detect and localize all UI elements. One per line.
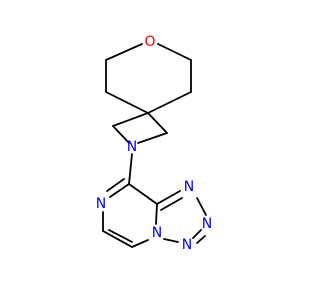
oxygen-atom: O <box>144 34 155 50</box>
bond-c6-c5 <box>102 230 133 248</box>
bond-n4-c8a <box>155 203 158 225</box>
oxygen-label: O <box>144 34 155 50</box>
pyrazine-left-nitrogen-label: N <box>96 196 106 212</box>
bond-c6-c5-double <box>108 229 133 243</box>
tetrazole-nitrogen-1-atom: N <box>184 179 194 195</box>
bridgehead-nitrogen-label: N <box>152 225 162 241</box>
bond-spiro-right-ch2 <box>147 112 168 134</box>
bond-n2-n3-double <box>196 235 206 244</box>
tetrazole-nitrogen-3-label: N <box>182 237 192 253</box>
bond-n1-n2 <box>196 197 207 216</box>
bond-left-ch2-n <box>112 125 130 144</box>
tetrazole-nitrogen-3-atom: N <box>182 237 192 253</box>
azetidine-nitrogen-atom: N <box>127 139 137 155</box>
tetrazole-nitrogen-2-atom: N <box>202 216 212 232</box>
bond-c8-n7-double <box>106 178 125 192</box>
pyrazine-left-nitrogen-atom: N <box>96 196 106 212</box>
bond-c8a-n1-double <box>160 197 183 211</box>
bond-c8a-c8 <box>128 183 158 205</box>
bond-n-to-pyrazine <box>128 153 133 185</box>
bond-c8a-n1 <box>156 190 181 205</box>
bond-o-ch2-left <box>105 43 143 61</box>
bridgehead-nitrogen-atom: N <box>152 225 162 241</box>
azetidine-nitrogen-label: N <box>127 139 137 155</box>
bond-right-ch2-n <box>137 132 168 144</box>
tetrazole-nitrogen-1-label: N <box>184 179 194 195</box>
bond-c5-n4 <box>131 239 149 248</box>
bond-oxane-left-to-spiro <box>105 91 149 114</box>
bond-n3-n4 <box>163 238 179 243</box>
tetrazole-nitrogen-2-label: N <box>202 216 212 232</box>
bond-c8-n7 <box>109 183 130 198</box>
bond-oxane-right-to-spiro <box>147 91 192 114</box>
molecule-structure-drawing: O N N N N N N <box>96 34 212 253</box>
bond-spiro-left-ch2 <box>112 112 149 127</box>
structure-canvas: O N N N N N N <box>95 34 213 253</box>
bond-n2-n3 <box>192 229 202 239</box>
bond-o-ch2-right <box>157 43 192 61</box>
